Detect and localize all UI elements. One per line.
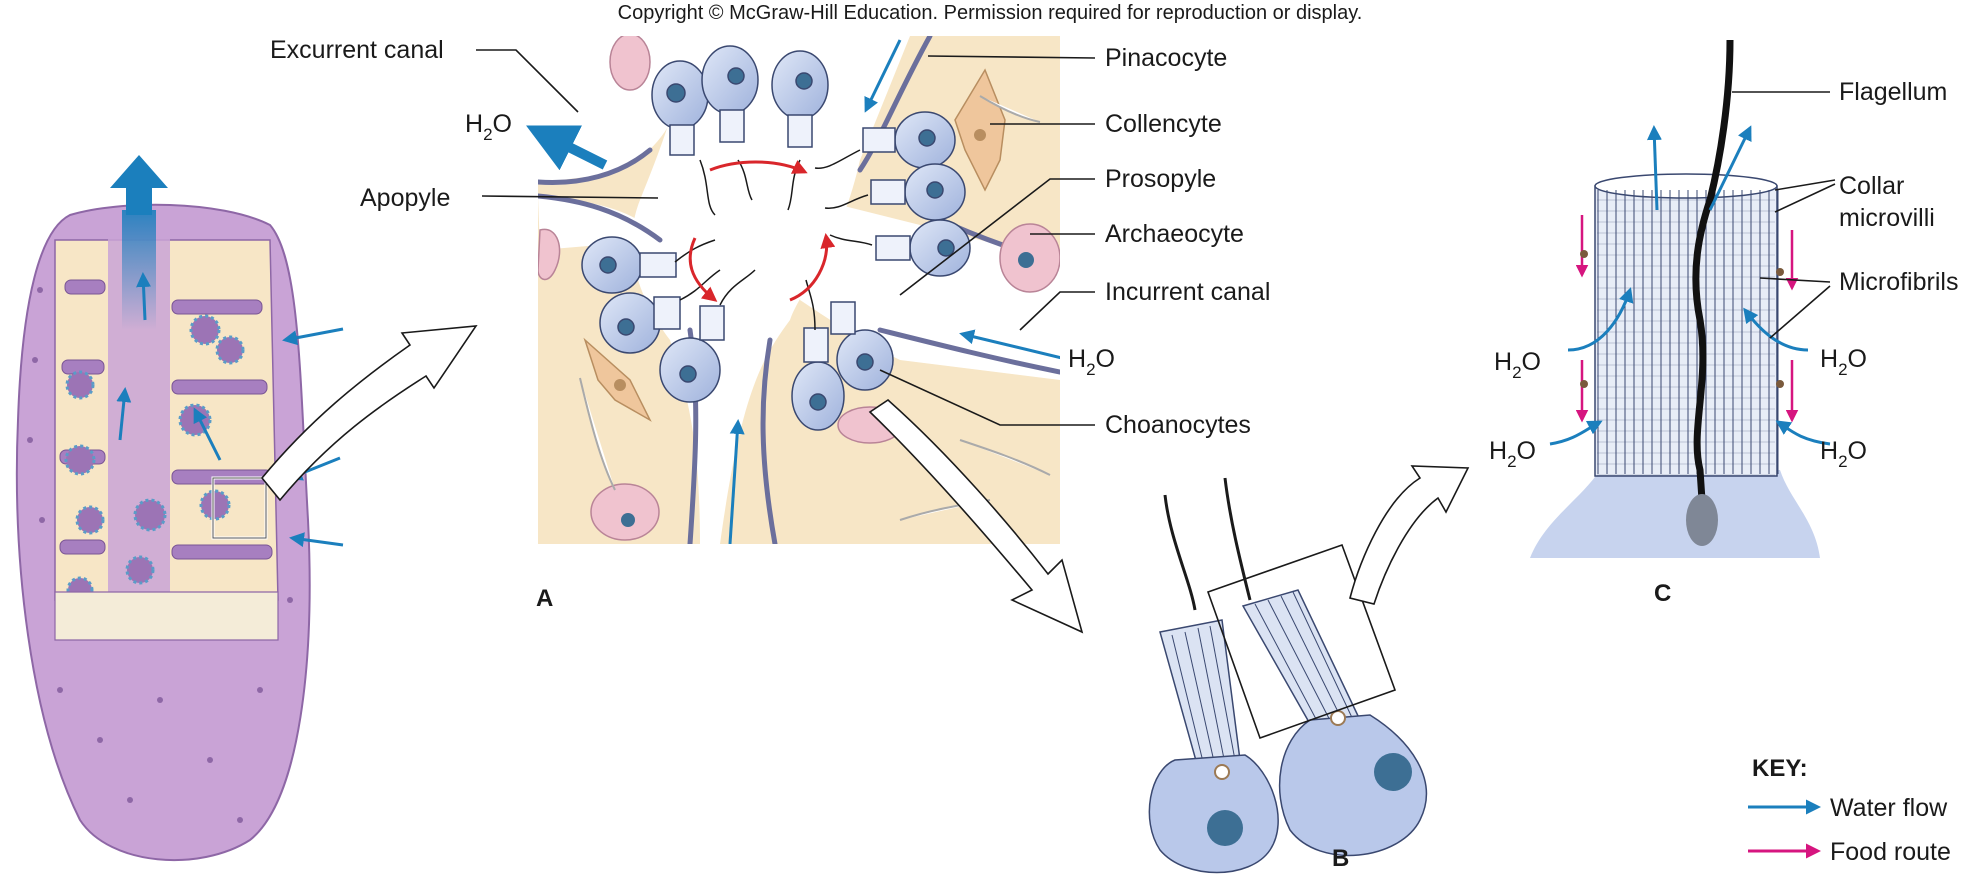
label-prosopyle: Prosopyle: [1105, 165, 1216, 193]
label-water-c-right-top: H2O: [1820, 345, 1867, 379]
label-water-c-left-bottom: H2O: [1489, 437, 1536, 471]
key-water-flow-label: Water flow: [1830, 794, 1948, 822]
legend-key: KEY: Water flow Food route: [1748, 755, 1951, 866]
label-water-c-left-top: H2O: [1494, 348, 1541, 382]
zoom-arrow-b: [868, 398, 1084, 634]
panel-a-letter: A: [536, 585, 553, 612]
zoom-arrow-c: [1349, 465, 1470, 605]
label-collar-line2: microvilli: [1839, 204, 1935, 232]
panel-c-collar: [1530, 39, 1831, 558]
label-microfibrils: Microfibrils: [1839, 268, 1958, 296]
copyright-notice: Copyright © McGraw-Hill Education. Permi…: [618, 2, 1363, 24]
panel-b-choanocytes: [1148, 477, 1427, 874]
excurrent-water-arrow: [526, 125, 608, 171]
label-collar-line1: Collar: [1839, 172, 1904, 200]
label-collencyte: Collencyte: [1105, 110, 1222, 138]
label-pinacocyte: Pinacocyte: [1105, 44, 1227, 72]
label-water-excurrent: H2O: [465, 110, 512, 144]
sponge-body-illustration: [15, 155, 344, 862]
label-choanocytes: Choanocytes: [1105, 411, 1251, 439]
label-excurrent-canal: Excurrent canal: [270, 36, 444, 64]
label-archaeocyte: Archaeocyte: [1105, 220, 1244, 248]
panel-a-chamber: [538, 36, 1060, 544]
label-water-incurrent: H2O: [1068, 345, 1115, 379]
label-incurrent-canal: Incurrent canal: [1105, 278, 1270, 306]
zoom-arrow-a: [260, 325, 478, 502]
panel-b-letter: B: [1332, 845, 1349, 872]
label-apopyle: Apopyle: [360, 184, 450, 212]
key-food-route-label: Food route: [1830, 838, 1951, 866]
label-water-c-right-bottom: H2O: [1820, 437, 1867, 471]
panel-c-letter: C: [1654, 580, 1671, 607]
label-flagellum: Flagellum: [1839, 78, 1947, 106]
key-title: KEY:: [1752, 755, 1808, 782]
